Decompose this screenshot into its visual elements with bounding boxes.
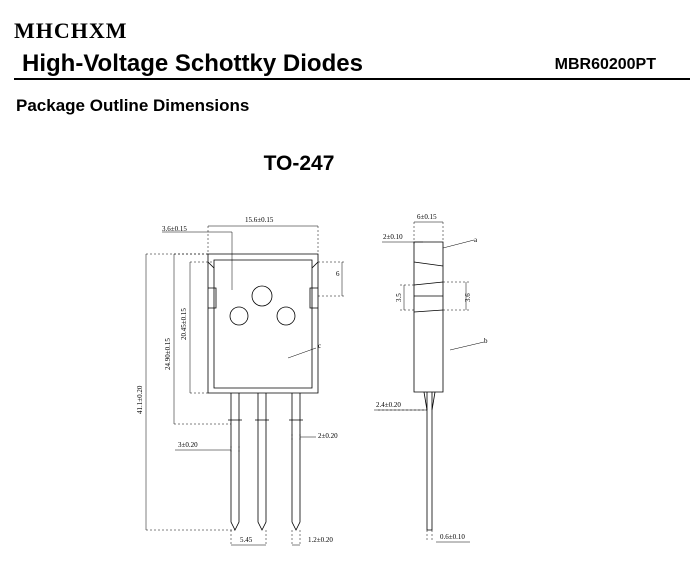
dim-width: 15.6±0.15 <box>245 216 274 224</box>
package-name: TO-247 <box>263 152 335 175</box>
dim-total-height: 41.1±0.20 <box>136 385 144 414</box>
dim-side-hole: 3.5 <box>395 293 403 302</box>
callout-b: b <box>484 337 488 345</box>
lead-center <box>257 393 267 531</box>
callout-c: c <box>318 342 321 350</box>
part-number: MBR60200PT <box>554 56 656 73</box>
mounting-hole <box>251 285 273 307</box>
dim-side-hole-b: 3.6 <box>464 293 472 302</box>
dim-pin-thickness: 1.2±0.20 <box>308 536 333 544</box>
pin-marker-right <box>276 306 296 326</box>
dim-lead-offset: 2.4±0.20 <box>376 401 401 409</box>
front-body-inner <box>213 259 313 389</box>
lead-right <box>291 393 301 531</box>
front-body-outline <box>207 253 319 394</box>
left-notch <box>208 287 217 309</box>
front-body-bevel <box>207 261 319 269</box>
right-notch <box>309 287 318 309</box>
dim-side-thickness: 6±0.15 <box>417 213 437 221</box>
dim-pin-width: 2±0.20 <box>318 432 338 440</box>
dim-pitch: 5.45 <box>240 536 253 544</box>
dim-tab-height: 6 <box>336 270 340 278</box>
document-title: High-Voltage Schottky Diodes <box>22 50 363 77</box>
header-rule <box>14 78 690 80</box>
side-lead <box>426 392 433 531</box>
side-lead-shoulder <box>423 391 436 411</box>
section-title: Package Outline Dimensions <box>16 96 250 115</box>
pin-marker-left <box>229 306 249 326</box>
lead-left <box>230 393 240 531</box>
dim-body-height-inner: 20.45±0.15 <box>180 308 188 340</box>
dim-side-tab: 2±0.10 <box>383 233 403 241</box>
side-tab <box>413 261 444 313</box>
dim-body-height: 24.90±0.15 <box>164 338 172 370</box>
dim-pitch-a: 3±0.20 <box>178 441 198 449</box>
brand-logo: MHCHXM <box>14 18 128 43</box>
dim-lead-thickness: 0.6±0.10 <box>440 533 465 541</box>
dim-hole-dia: 3.6±0.15 <box>162 225 187 233</box>
callout-a: a <box>474 236 478 244</box>
side-body <box>413 241 444 393</box>
